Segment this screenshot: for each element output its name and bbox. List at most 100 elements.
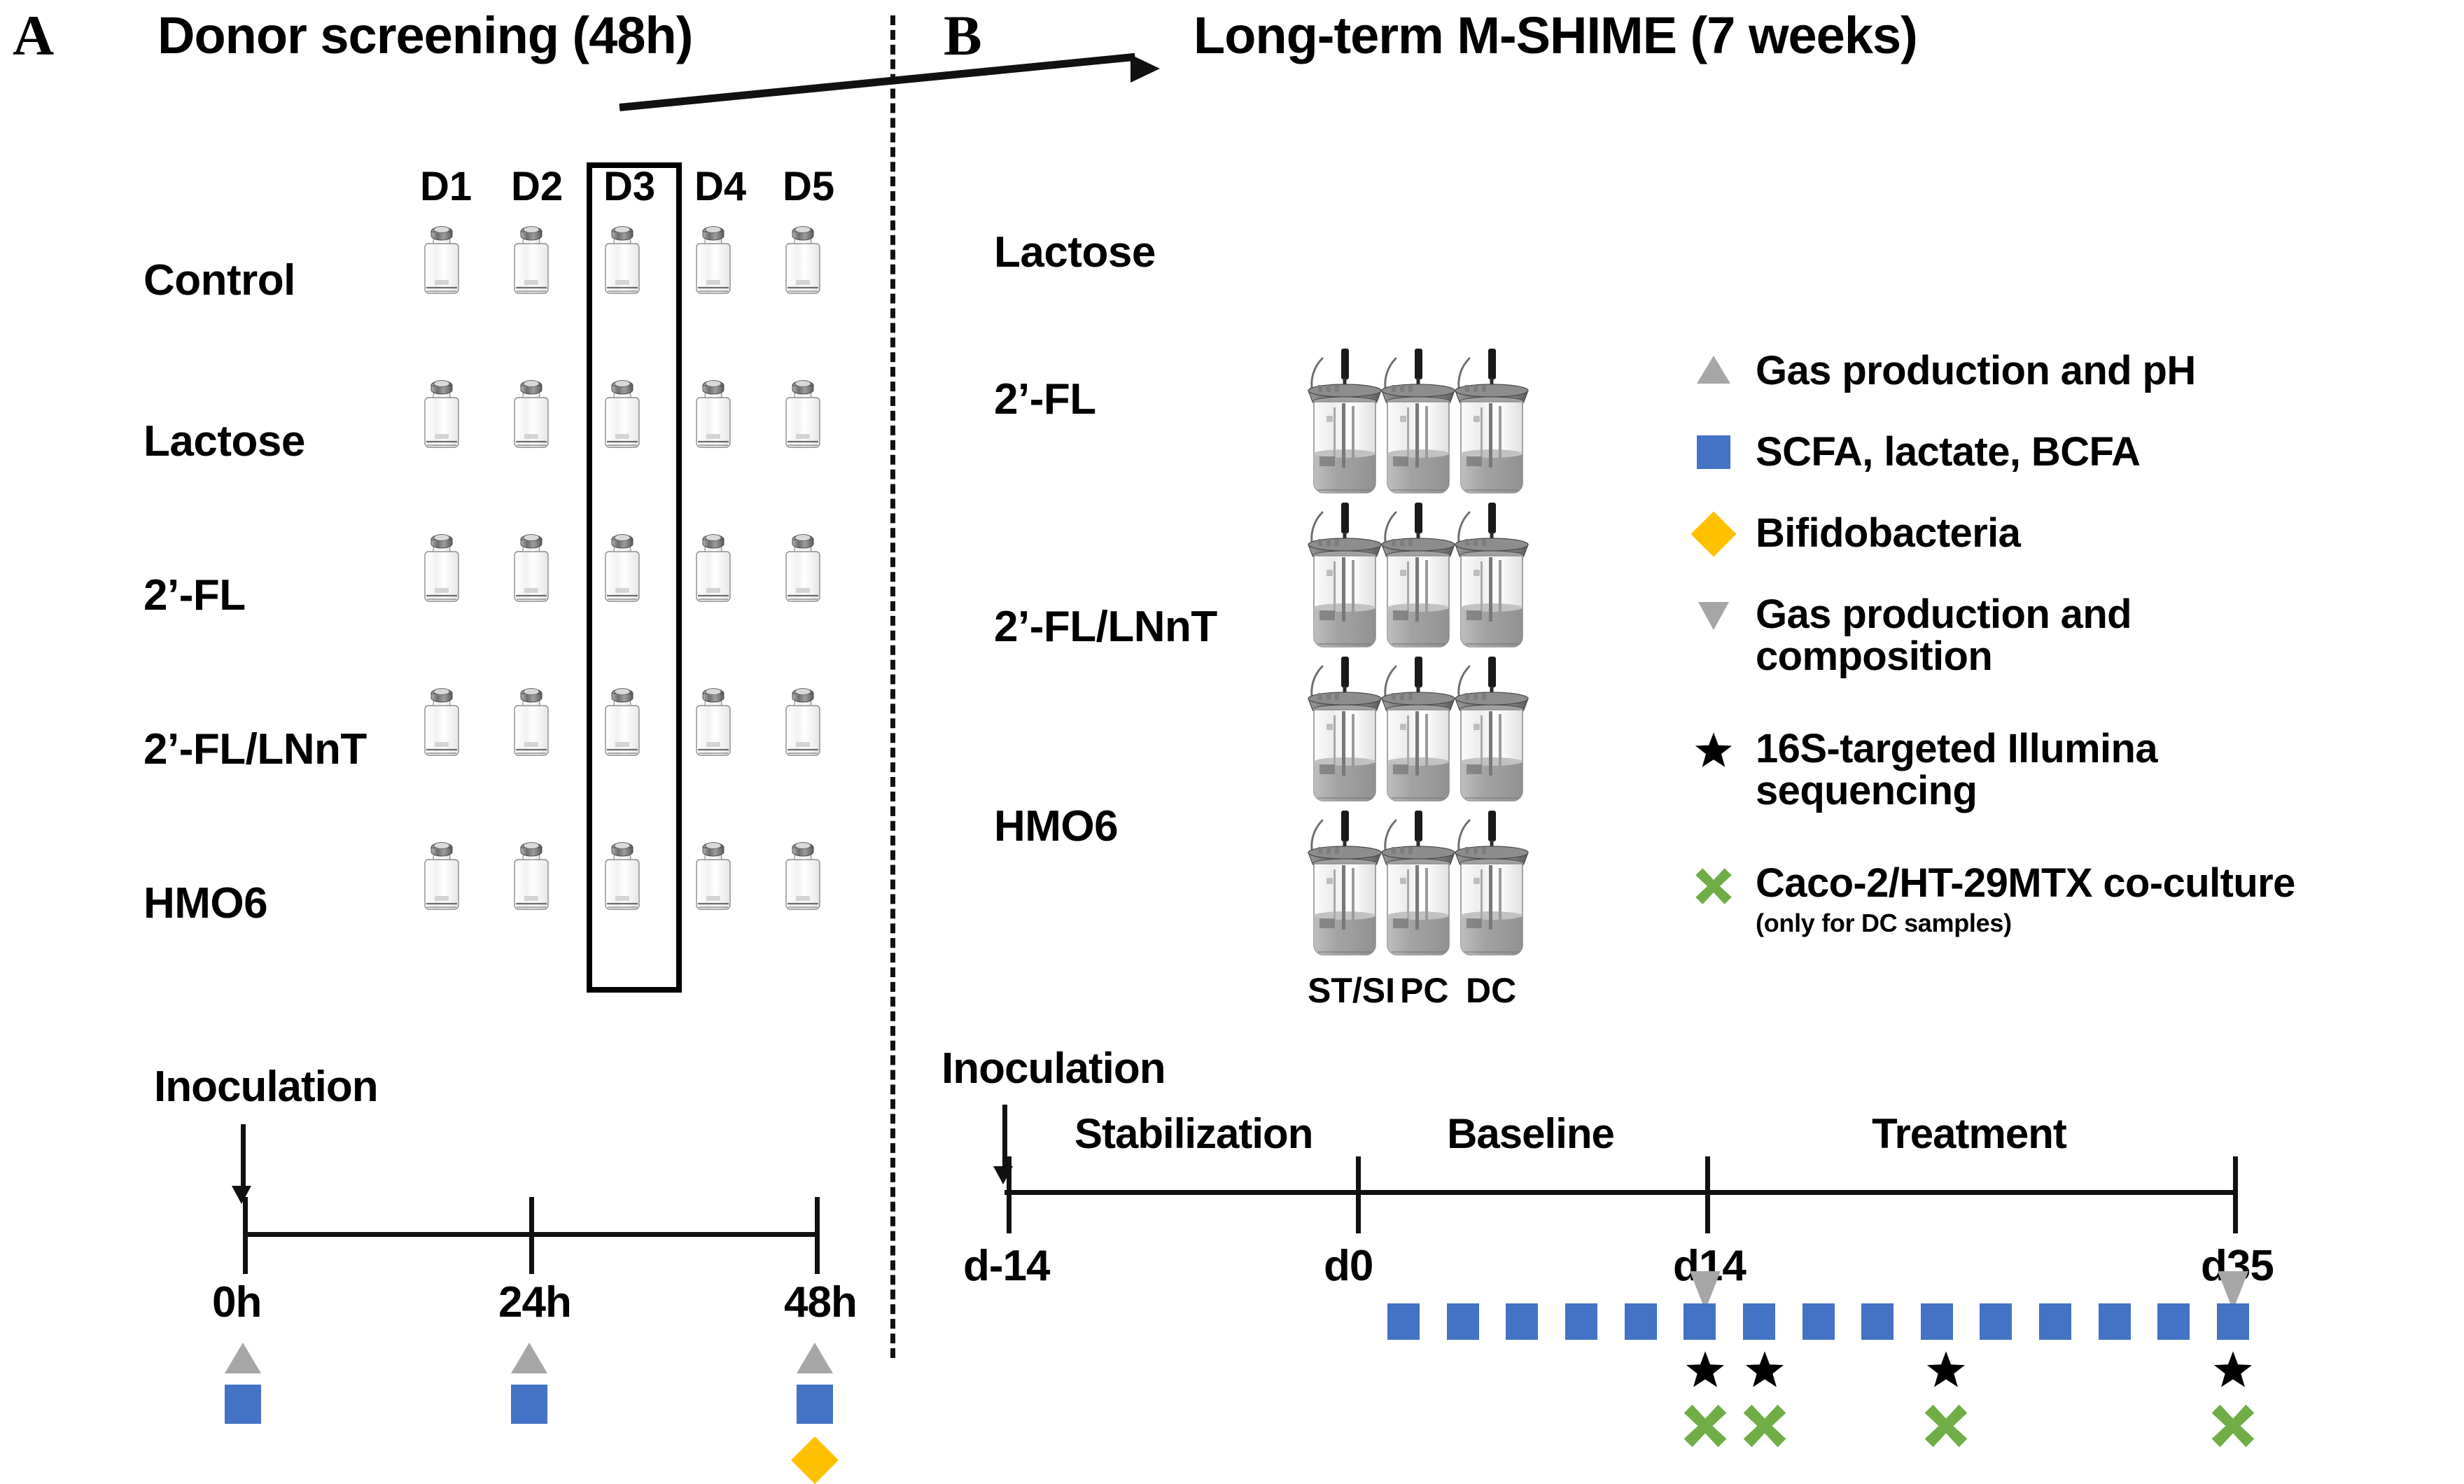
panel-b-inoculation-arrow-stem bbox=[1002, 1105, 1007, 1169]
vial-icon bbox=[692, 531, 735, 607]
donor-column-header: D2 bbox=[511, 164, 564, 209]
scfa-square-icon bbox=[2157, 1303, 2190, 1340]
panel-a-timeline-tick bbox=[529, 1197, 534, 1274]
scfa-square-icon bbox=[1742, 1303, 1775, 1340]
vial-icon bbox=[692, 839, 735, 915]
coculture-cross-icon bbox=[2210, 1403, 2256, 1449]
legend-item-label: Gas production and pH bbox=[1756, 348, 2196, 393]
vial-icon bbox=[601, 685, 644, 761]
panel-b-letter: B bbox=[944, 4, 982, 67]
triangle-up-icon bbox=[1680, 350, 1747, 384]
panel-b-tick-label: d0 bbox=[1324, 1242, 1373, 1290]
panel-a-row-label: Control bbox=[144, 256, 295, 304]
legend-item: Caco-2/HT-29MTX co-culture(only for DC s… bbox=[1680, 862, 2457, 937]
panel-a-row-label: 2’-FL/LNnT bbox=[144, 725, 367, 774]
panel-a-timeline-tick bbox=[815, 1197, 820, 1274]
panel-b-timeline-axis bbox=[1004, 1190, 2235, 1195]
vial-icon bbox=[781, 839, 825, 915]
panel-b-tick-label: d-14 bbox=[963, 1242, 1050, 1290]
legend-text-wrap: Gas production and composition bbox=[1747, 592, 2190, 679]
scfa-square-icon bbox=[225, 1385, 261, 1424]
legend-item-label: Bifidobacteria bbox=[1756, 510, 2021, 556]
legend-text-wrap: Gas production and pH bbox=[1747, 350, 2196, 392]
triangle-down-icon bbox=[1680, 594, 1747, 630]
coculture-cross-icon bbox=[1923, 1403, 1969, 1449]
panel-a-timeline-tick bbox=[243, 1197, 248, 1274]
legend-item: Gas production and pH bbox=[1680, 350, 2457, 392]
reactor-vessel-icon bbox=[1372, 809, 1464, 969]
legend-item: 16S-targeted Illumina sequencing bbox=[1680, 728, 2457, 811]
panel-b-row-label: Lactose bbox=[994, 228, 1156, 276]
sequencing-star-icon bbox=[2212, 1350, 2254, 1394]
panel-a-letter: A bbox=[13, 4, 55, 67]
vial-icon bbox=[510, 839, 553, 915]
legend-item-label: 16S-targeted Illumina sequencing bbox=[1756, 726, 2158, 813]
panel-divider bbox=[890, 15, 895, 1358]
panel-link-arrow-line bbox=[619, 52, 1136, 111]
reactor-vessel-icon bbox=[1372, 655, 1464, 816]
legend-text-wrap: SCFA, lactate, BCFA bbox=[1747, 431, 2141, 473]
square-icon bbox=[1680, 431, 1747, 469]
bifidobacteria-diamond-icon bbox=[791, 1436, 839, 1484]
triangle-up-shape bbox=[1697, 356, 1730, 384]
panel-b-row-label: 2’-FL bbox=[994, 375, 1096, 424]
vial-icon bbox=[601, 223, 644, 299]
legend-text-wrap: Bifidobacteria bbox=[1747, 510, 2021, 556]
scfa-square-icon bbox=[1387, 1303, 1420, 1340]
diamond-shape bbox=[1690, 511, 1737, 557]
vial-icon bbox=[692, 223, 735, 299]
reactor-vessel-icon bbox=[1298, 347, 1391, 507]
reactor-vessel-icon bbox=[1372, 347, 1464, 507]
vial-icon bbox=[692, 377, 735, 453]
square-shape bbox=[1697, 435, 1730, 469]
star-icon bbox=[1680, 728, 1747, 775]
vial-icon bbox=[420, 377, 463, 453]
vial-icon bbox=[781, 377, 825, 453]
panel-a-inoculation-arrow-stem bbox=[241, 1124, 246, 1189]
donor-column-header: D3 bbox=[603, 164, 656, 209]
vial-icon bbox=[601, 839, 644, 915]
panel-a-title: Donor screening (48h) bbox=[158, 6, 693, 64]
legend-item-label: Gas production and composition bbox=[1756, 592, 2132, 679]
reactor-vessel-icon bbox=[1446, 655, 1538, 816]
scfa-square-icon bbox=[797, 1385, 833, 1424]
panel-b-timeline-tick bbox=[1356, 1156, 1361, 1233]
vial-icon bbox=[692, 685, 735, 761]
legend-text-wrap: Caco-2/HT-29MTX co-culture(only for DC s… bbox=[1747, 862, 2295, 937]
cross-shape bbox=[1694, 867, 1733, 909]
panel-b-row-label: 2’-FL/LNnT bbox=[994, 603, 1217, 651]
vial-icon bbox=[420, 685, 463, 761]
gas-ph-triangle-icon bbox=[511, 1343, 547, 1373]
panel-b-phase-label: Treatment bbox=[1872, 1110, 2067, 1157]
star-shape bbox=[1693, 731, 1734, 775]
gas-ph-triangle-icon bbox=[797, 1343, 833, 1373]
vessel-column-label: PC bbox=[1400, 971, 1449, 1010]
scfa-square-icon bbox=[2217, 1303, 2249, 1340]
vial-icon bbox=[420, 531, 463, 607]
sequencing-star-icon bbox=[1744, 1350, 1786, 1394]
gas-ph-triangle-icon bbox=[225, 1343, 261, 1373]
scfa-square-icon bbox=[2039, 1303, 2072, 1340]
panel-a-tick-label: 48h bbox=[784, 1278, 858, 1326]
vessel-column-label: DC bbox=[1466, 971, 1517, 1010]
panel-link-arrow-head bbox=[1130, 55, 1160, 83]
vial-icon bbox=[601, 377, 644, 453]
legend-item: Bifidobacteria bbox=[1680, 510, 2457, 557]
reactor-vessel-icon bbox=[1298, 655, 1391, 816]
scfa-square-icon bbox=[1446, 1303, 1479, 1340]
vial-icon bbox=[510, 531, 553, 607]
sequencing-star-icon bbox=[1925, 1350, 1967, 1394]
panel-a-inoculation-arrow-head bbox=[232, 1186, 251, 1204]
legend-text-wrap: 16S-targeted Illumina sequencing bbox=[1747, 726, 2218, 813]
reactor-vessel-icon bbox=[1446, 809, 1538, 969]
sequencing-star-icon bbox=[1684, 1350, 1726, 1394]
triangle-down-shape bbox=[1698, 602, 1729, 630]
panel-b-inoculation-label: Inoculation bbox=[941, 1044, 1166, 1093]
panel-a-tick-label: 0h bbox=[212, 1278, 262, 1326]
panel-a-row-label: Lactose bbox=[144, 417, 305, 465]
donor-column-header: D1 bbox=[420, 164, 472, 209]
vessel-column-label: ST/SI bbox=[1308, 971, 1396, 1010]
scfa-square-icon bbox=[1564, 1303, 1597, 1340]
panel-b-timeline-tick bbox=[1705, 1156, 1710, 1233]
panel-a-inoculation-label: Inoculation bbox=[154, 1063, 379, 1111]
